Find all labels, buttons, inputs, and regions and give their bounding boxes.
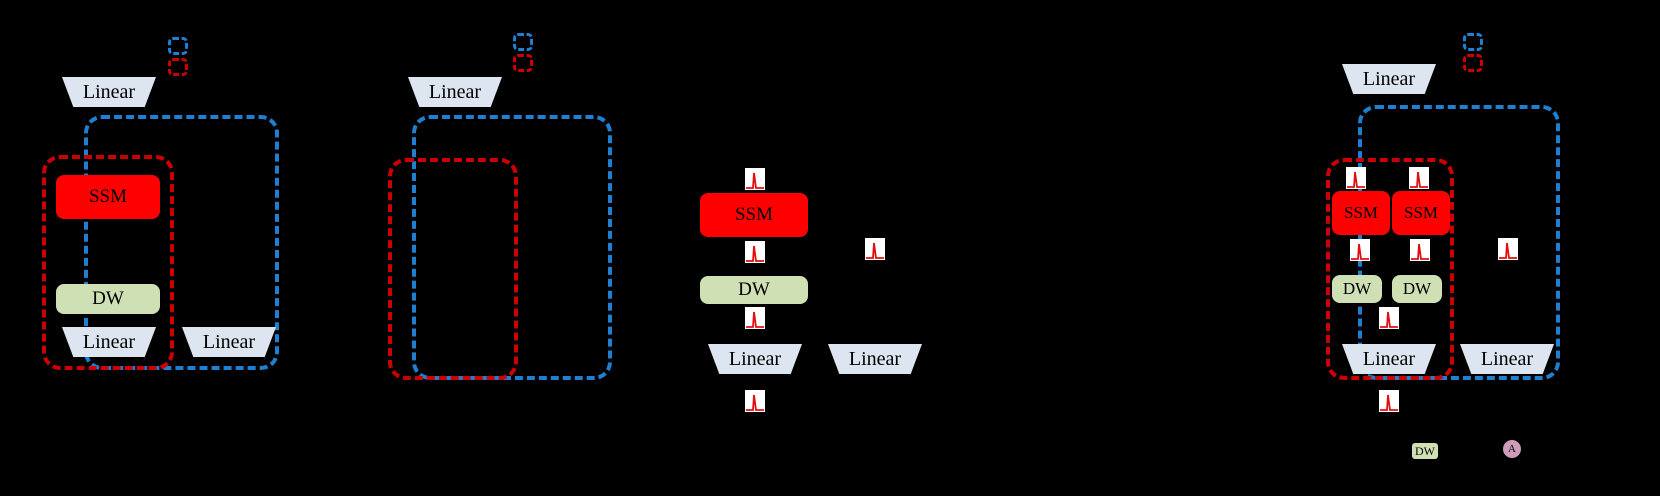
top-linear-block: Linear [408,77,502,107]
activation-curve-icon [745,390,765,412]
group-main-branch-marker [513,54,533,72]
bottom-linear-gate: Linear [182,327,276,357]
legend-attention-swatch: A [1503,440,1521,458]
dw-block: DW [56,284,160,314]
gate-branch-group [412,115,612,380]
top-linear-block: Linear [1342,64,1436,94]
group-gate-branch-marker [168,37,188,55]
ssm-block: SSM [700,193,808,237]
dw-block: DW [700,276,808,304]
activation-curve-icon [1379,307,1399,329]
main-branch-group [42,155,174,370]
activation-curve-icon [1346,167,1366,189]
top-linear-block: Linear [62,77,156,107]
architecture-panel-4: Linear SSM A DW Linear Linear [960,0,1290,496]
legend: DW A [1390,435,1660,475]
activation-curve-icon [865,238,885,260]
architecture-panel-3: Linear SSM SSM DW DW Linear Linear [640,0,1560,496]
legend-dw-swatch: DW [1412,443,1438,459]
activation-curve-icon [745,241,765,263]
activation-curve-icon [1350,239,1370,261]
main-branch-group [1326,158,1454,380]
activation-curve-icon [1410,239,1430,261]
dw-block: DW [1392,275,1442,303]
activation-curve-icon [745,168,765,190]
activation-curve-icon [1498,238,1518,260]
bottom-linear-main: Linear [62,327,156,357]
group-gate-branch-marker [513,33,533,51]
activation-curve-icon [745,307,765,329]
ssm-block: SSM [56,175,160,219]
architecture-panel-1: Linear SSM DW Linear Linear [0,0,320,496]
bottom-linear-gate: Linear [1460,344,1554,374]
group-main-branch-marker [1463,54,1483,72]
activation-curve-icon [1409,167,1429,189]
dw-block: DW [1332,275,1382,303]
group-main-branch-marker [168,58,188,76]
activation-curve-icon [1379,390,1399,412]
architecture-panel-2: Linear SSM DW Linear Linear [320,0,922,496]
group-gate-branch-marker [1463,33,1483,51]
gate-branch-group [84,115,279,370]
bottom-linear-main: Linear [708,344,802,374]
bottom-linear-main: Linear [1342,344,1436,374]
ssm-block: SSM [1392,191,1450,235]
bottom-linear-gate: Linear [828,344,922,374]
ssm-block: SSM [1332,191,1390,235]
main-branch-group [388,158,518,380]
